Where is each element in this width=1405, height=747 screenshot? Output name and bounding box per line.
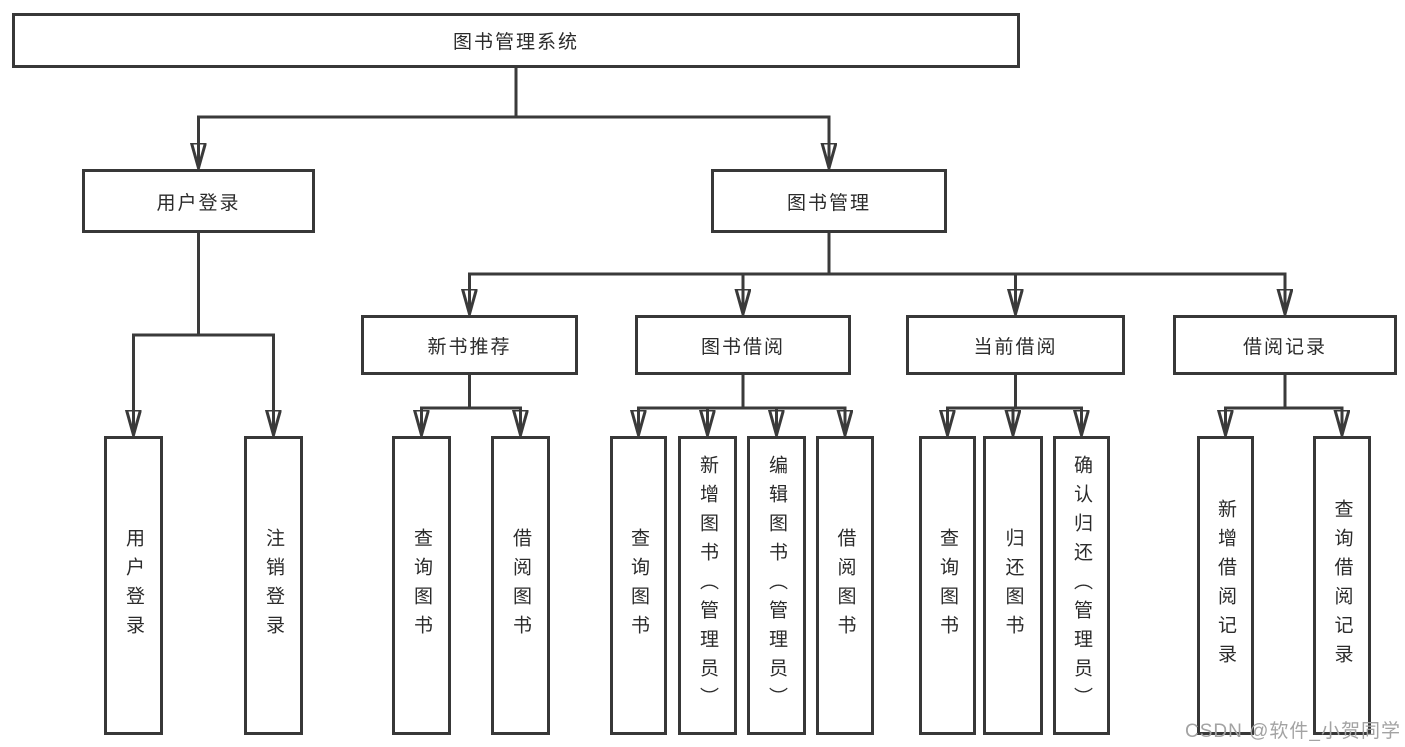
leaf-confirm-return-admin-label: 确认归还（管理员） — [1071, 455, 1092, 716]
leaf-query-books-recommend: 查询图书 — [392, 436, 451, 735]
leaf-borrow-books: 借阅图书 — [816, 436, 874, 735]
node-user-login-label: 用户登录 — [156, 192, 241, 214]
connector-new-book-recommend-children — [422, 373, 521, 434]
connector-borrow-records-children — [1226, 373, 1343, 434]
node-library-management-system: 图书管理系统 — [12, 13, 1020, 68]
node-library-management-system-label: 图书管理系统 — [452, 32, 579, 53]
leaf-confirm-return-admin: 确认归还（管理员） — [1053, 436, 1110, 735]
leaf-edit-book-admin: 编辑图书（管理员） — [747, 436, 806, 735]
leaf-query-books-current-label: 查询图书 — [937, 527, 958, 644]
leaf-borrow-books-recommend: 借阅图书 — [491, 436, 550, 735]
leaf-edit-book-admin-label: 编辑图书（管理员） — [766, 455, 787, 716]
leaf-add-book-admin-label: 新增图书（管理员） — [697, 455, 718, 716]
leaf-query-books-borrow-label: 查询图书 — [628, 527, 649, 644]
connector-book-management-children — [470, 231, 1286, 313]
leaf-return-book-label: 归还图书 — [1002, 527, 1024, 644]
csdn-watermark: CSDN @软件_小贺同学 — [1185, 721, 1401, 742]
leaf-logout-label: 注销登录 — [263, 527, 284, 644]
leaf-borrow-books-recommend-label: 借阅图书 — [510, 527, 531, 644]
leaf-add-borrow-record-label: 新增借阅记录 — [1215, 498, 1236, 673]
leaf-logout: 注销登录 — [244, 436, 303, 735]
connector-current-borrow-children — [948, 373, 1082, 434]
node-book-management-label: 图书管理 — [786, 192, 871, 214]
leaf-user-login-label: 用户登录 — [123, 527, 144, 644]
connector-book-borrow-children — [639, 373, 846, 434]
connector-root-to-level2 — [199, 66, 830, 167]
node-book-borrow-label: 图书借阅 — [700, 336, 785, 358]
leaf-query-borrow-record-label: 查询借阅记录 — [1331, 498, 1353, 673]
node-borrow-records: 借阅记录 — [1173, 315, 1397, 375]
node-book-management: 图书管理 — [711, 169, 947, 233]
leaf-add-borrow-record: 新增借阅记录 — [1197, 436, 1254, 735]
leaf-return-book: 归还图书 — [983, 436, 1043, 735]
leaf-query-books-borrow: 查询图书 — [610, 436, 667, 735]
connector-user-login-children — [134, 231, 274, 434]
leaf-query-books-recommend-label: 查询图书 — [411, 527, 432, 644]
node-current-borrow: 当前借阅 — [906, 315, 1125, 375]
node-user-login: 用户登录 — [82, 169, 315, 233]
leaf-borrow-books-label: 借阅图书 — [834, 527, 856, 644]
node-book-borrow: 图书借阅 — [635, 315, 851, 375]
node-new-book-recommend: 新书推荐 — [361, 315, 578, 375]
leaf-query-borrow-record: 查询借阅记录 — [1313, 436, 1371, 735]
node-borrow-records-label: 借阅记录 — [1242, 336, 1327, 358]
leaf-user-login: 用户登录 — [104, 436, 163, 735]
node-new-book-recommend-label: 新书推荐 — [427, 336, 512, 358]
leaf-add-book-admin: 新增图书（管理员） — [678, 436, 737, 735]
node-current-borrow-label: 当前借阅 — [973, 336, 1058, 358]
leaf-query-books-current: 查询图书 — [919, 436, 976, 735]
